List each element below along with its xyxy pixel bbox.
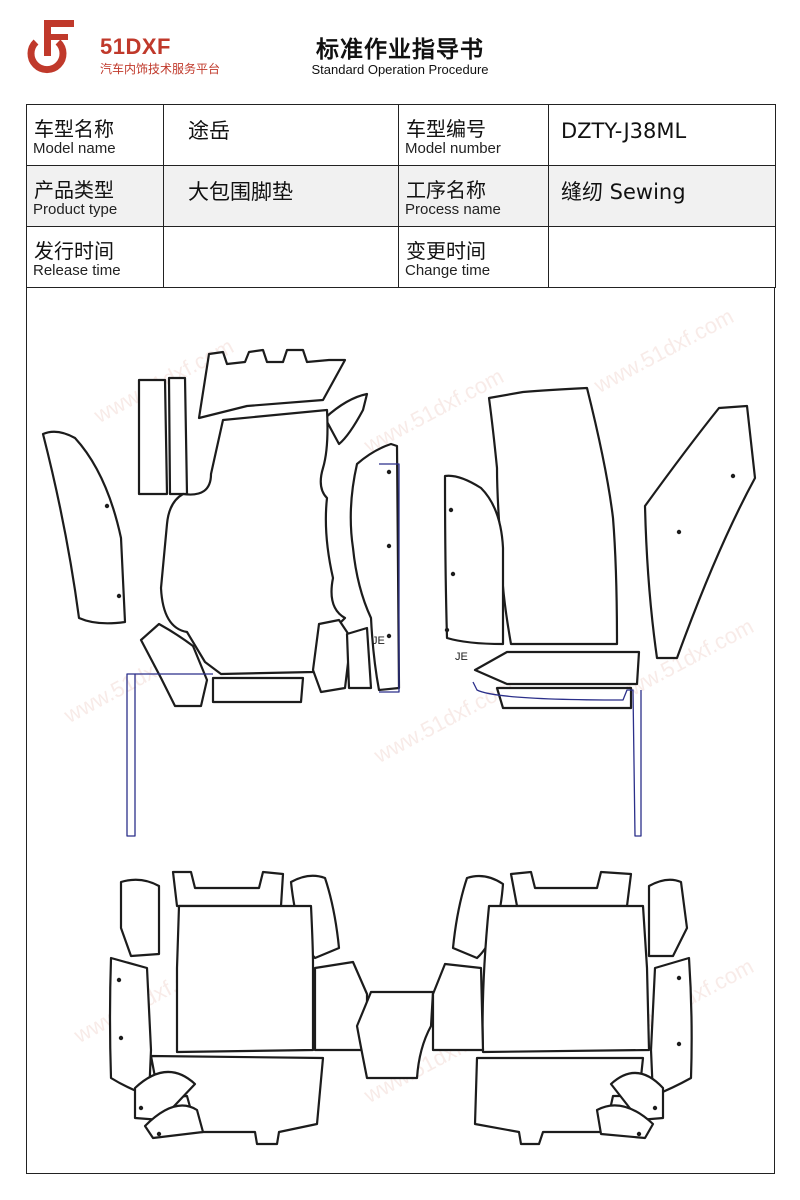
pattern-hole — [444, 627, 450, 633]
edge-trim-outline — [126, 673, 136, 837]
pattern-hole — [386, 543, 392, 549]
process-name-value-cell: 缝纫 Sewing — [548, 165, 776, 227]
pattern-piece — [647, 878, 689, 958]
page-subtitle: Standard Operation Procedure — [311, 62, 489, 77]
model-number-value-cell: DZTY-J38ML — [548, 104, 776, 166]
pattern-piece — [41, 430, 127, 625]
product-type-label-en: Product type — [33, 201, 118, 218]
edge-trim-outline — [379, 463, 400, 693]
pattern-piece — [197, 348, 347, 420]
brand-tagline: 汽车内饰技术服务平台 — [100, 62, 221, 76]
brand-logo: 51DXF 汽车内饰技术服务平台 — [22, 18, 242, 78]
info-table: 车型名称 Model name 途岳 车型编号 Model number DZT… — [26, 104, 776, 288]
pattern-hole — [156, 1131, 162, 1137]
pattern-piece — [211, 676, 305, 704]
pattern-piece — [481, 904, 651, 1054]
pattern-piece — [323, 392, 369, 446]
front-left-mat-group: JE — [41, 348, 401, 837]
product-type-value: 大包围脚垫 — [188, 180, 293, 204]
logo-mark-icon — [27, 20, 74, 74]
model-name-label-cell: 车型名称 Model name — [26, 104, 164, 166]
pattern-piece — [139, 622, 209, 708]
model-name-value: 途岳 — [188, 119, 230, 143]
pattern-piece — [609, 1071, 665, 1122]
product-type-label-cell: 产品类型 Product type — [26, 165, 164, 227]
change-time-label-en: Change time — [405, 262, 491, 279]
model-number-label-cn: 车型编号 — [406, 117, 486, 141]
pattern-hole — [450, 571, 456, 577]
process-name-label-en: Process name — [405, 201, 501, 218]
pattern-piece — [509, 870, 633, 908]
pattern-hole — [730, 473, 736, 479]
pattern-piece — [171, 870, 285, 908]
info-row-product: 产品类型 Product type 大包围脚垫 工序名称 Process nam… — [26, 165, 776, 227]
pattern-piece — [345, 626, 373, 690]
product-type-label-cn: 产品类型 — [34, 178, 114, 202]
model-number-label-en: Model number — [405, 140, 501, 157]
pattern-hole — [104, 503, 110, 509]
change-time-label-cell: 变更时间 Change time — [398, 226, 549, 288]
pattern-piece — [175, 904, 315, 1054]
pattern-piece — [349, 442, 401, 692]
info-row-model: 车型名称 Model name 途岳 车型编号 Model number DZT… — [26, 104, 776, 166]
pattern-mark-right: JE — [455, 651, 468, 663]
pattern-hole — [636, 1131, 642, 1137]
pattern-piece — [431, 962, 485, 1052]
pattern-piece — [649, 956, 693, 1098]
pattern-piece — [167, 376, 189, 496]
brand-name: 51DXF — [100, 34, 171, 59]
pattern-piece — [495, 686, 633, 710]
pattern-drawing-area: www.51dxf.com www.51dxf.com www.51dxf.co… — [26, 288, 775, 1174]
pattern-hole — [138, 1105, 144, 1111]
pattern-hole — [116, 593, 122, 599]
pattern-hole — [386, 469, 392, 475]
change-time-value-cell — [548, 226, 776, 288]
pattern-piece — [473, 650, 641, 686]
pattern-hole — [118, 1035, 124, 1041]
model-name-value-cell: 途岳 — [163, 104, 399, 166]
pattern-hole — [676, 1041, 682, 1047]
pattern-piece — [143, 1104, 205, 1140]
rear-right-mat-group — [431, 870, 693, 1146]
info-row-time: 发行时间 Release time 变更时间 Change time — [26, 226, 776, 288]
change-time-label-cn: 变更时间 — [406, 239, 486, 263]
release-time-label-en: Release time — [33, 262, 121, 279]
pattern-hole — [652, 1105, 658, 1111]
pattern-piece — [119, 878, 161, 958]
pattern-piece — [355, 990, 435, 1080]
model-number-label-cell: 车型编号 Model number — [398, 104, 549, 166]
process-name-value: 缝纫 Sewing — [561, 180, 686, 204]
release-time-label-cell: 发行时间 Release time — [26, 226, 164, 288]
pattern-hole — [676, 975, 682, 981]
rear-left-mat-group — [108, 870, 435, 1146]
pattern-hole — [116, 977, 122, 983]
pattern-piece — [487, 386, 619, 646]
pattern-piece — [595, 1104, 655, 1140]
model-number-value: DZTY-J38ML — [561, 119, 687, 143]
pattern-piece — [311, 618, 353, 694]
pattern-hole — [676, 529, 682, 535]
pattern-piece — [108, 956, 153, 1098]
pattern-hole — [386, 633, 392, 639]
pattern-mark-left: JE — [372, 635, 385, 647]
product-type-value-cell: 大包围脚垫 — [163, 165, 399, 227]
pattern-piece — [137, 378, 169, 496]
release-time-label-cn: 发行时间 — [34, 239, 114, 263]
model-name-label-en: Model name — [33, 140, 116, 157]
process-name-label-cell: 工序名称 Process name — [398, 165, 549, 227]
front-right-mat-group: JE — [443, 386, 757, 837]
model-name-label-cn: 车型名称 — [34, 117, 114, 141]
release-time-value-cell — [163, 226, 399, 288]
floor-mat-pattern: JE JE — [41, 348, 757, 1146]
edge-trim-outline — [472, 681, 642, 837]
page-title: 标准作业指导书 — [316, 37, 484, 63]
pattern-piece — [443, 474, 505, 646]
process-name-label-cn: 工序名称 — [406, 178, 486, 202]
pattern-hole — [448, 507, 454, 513]
pattern-piece — [643, 404, 757, 660]
